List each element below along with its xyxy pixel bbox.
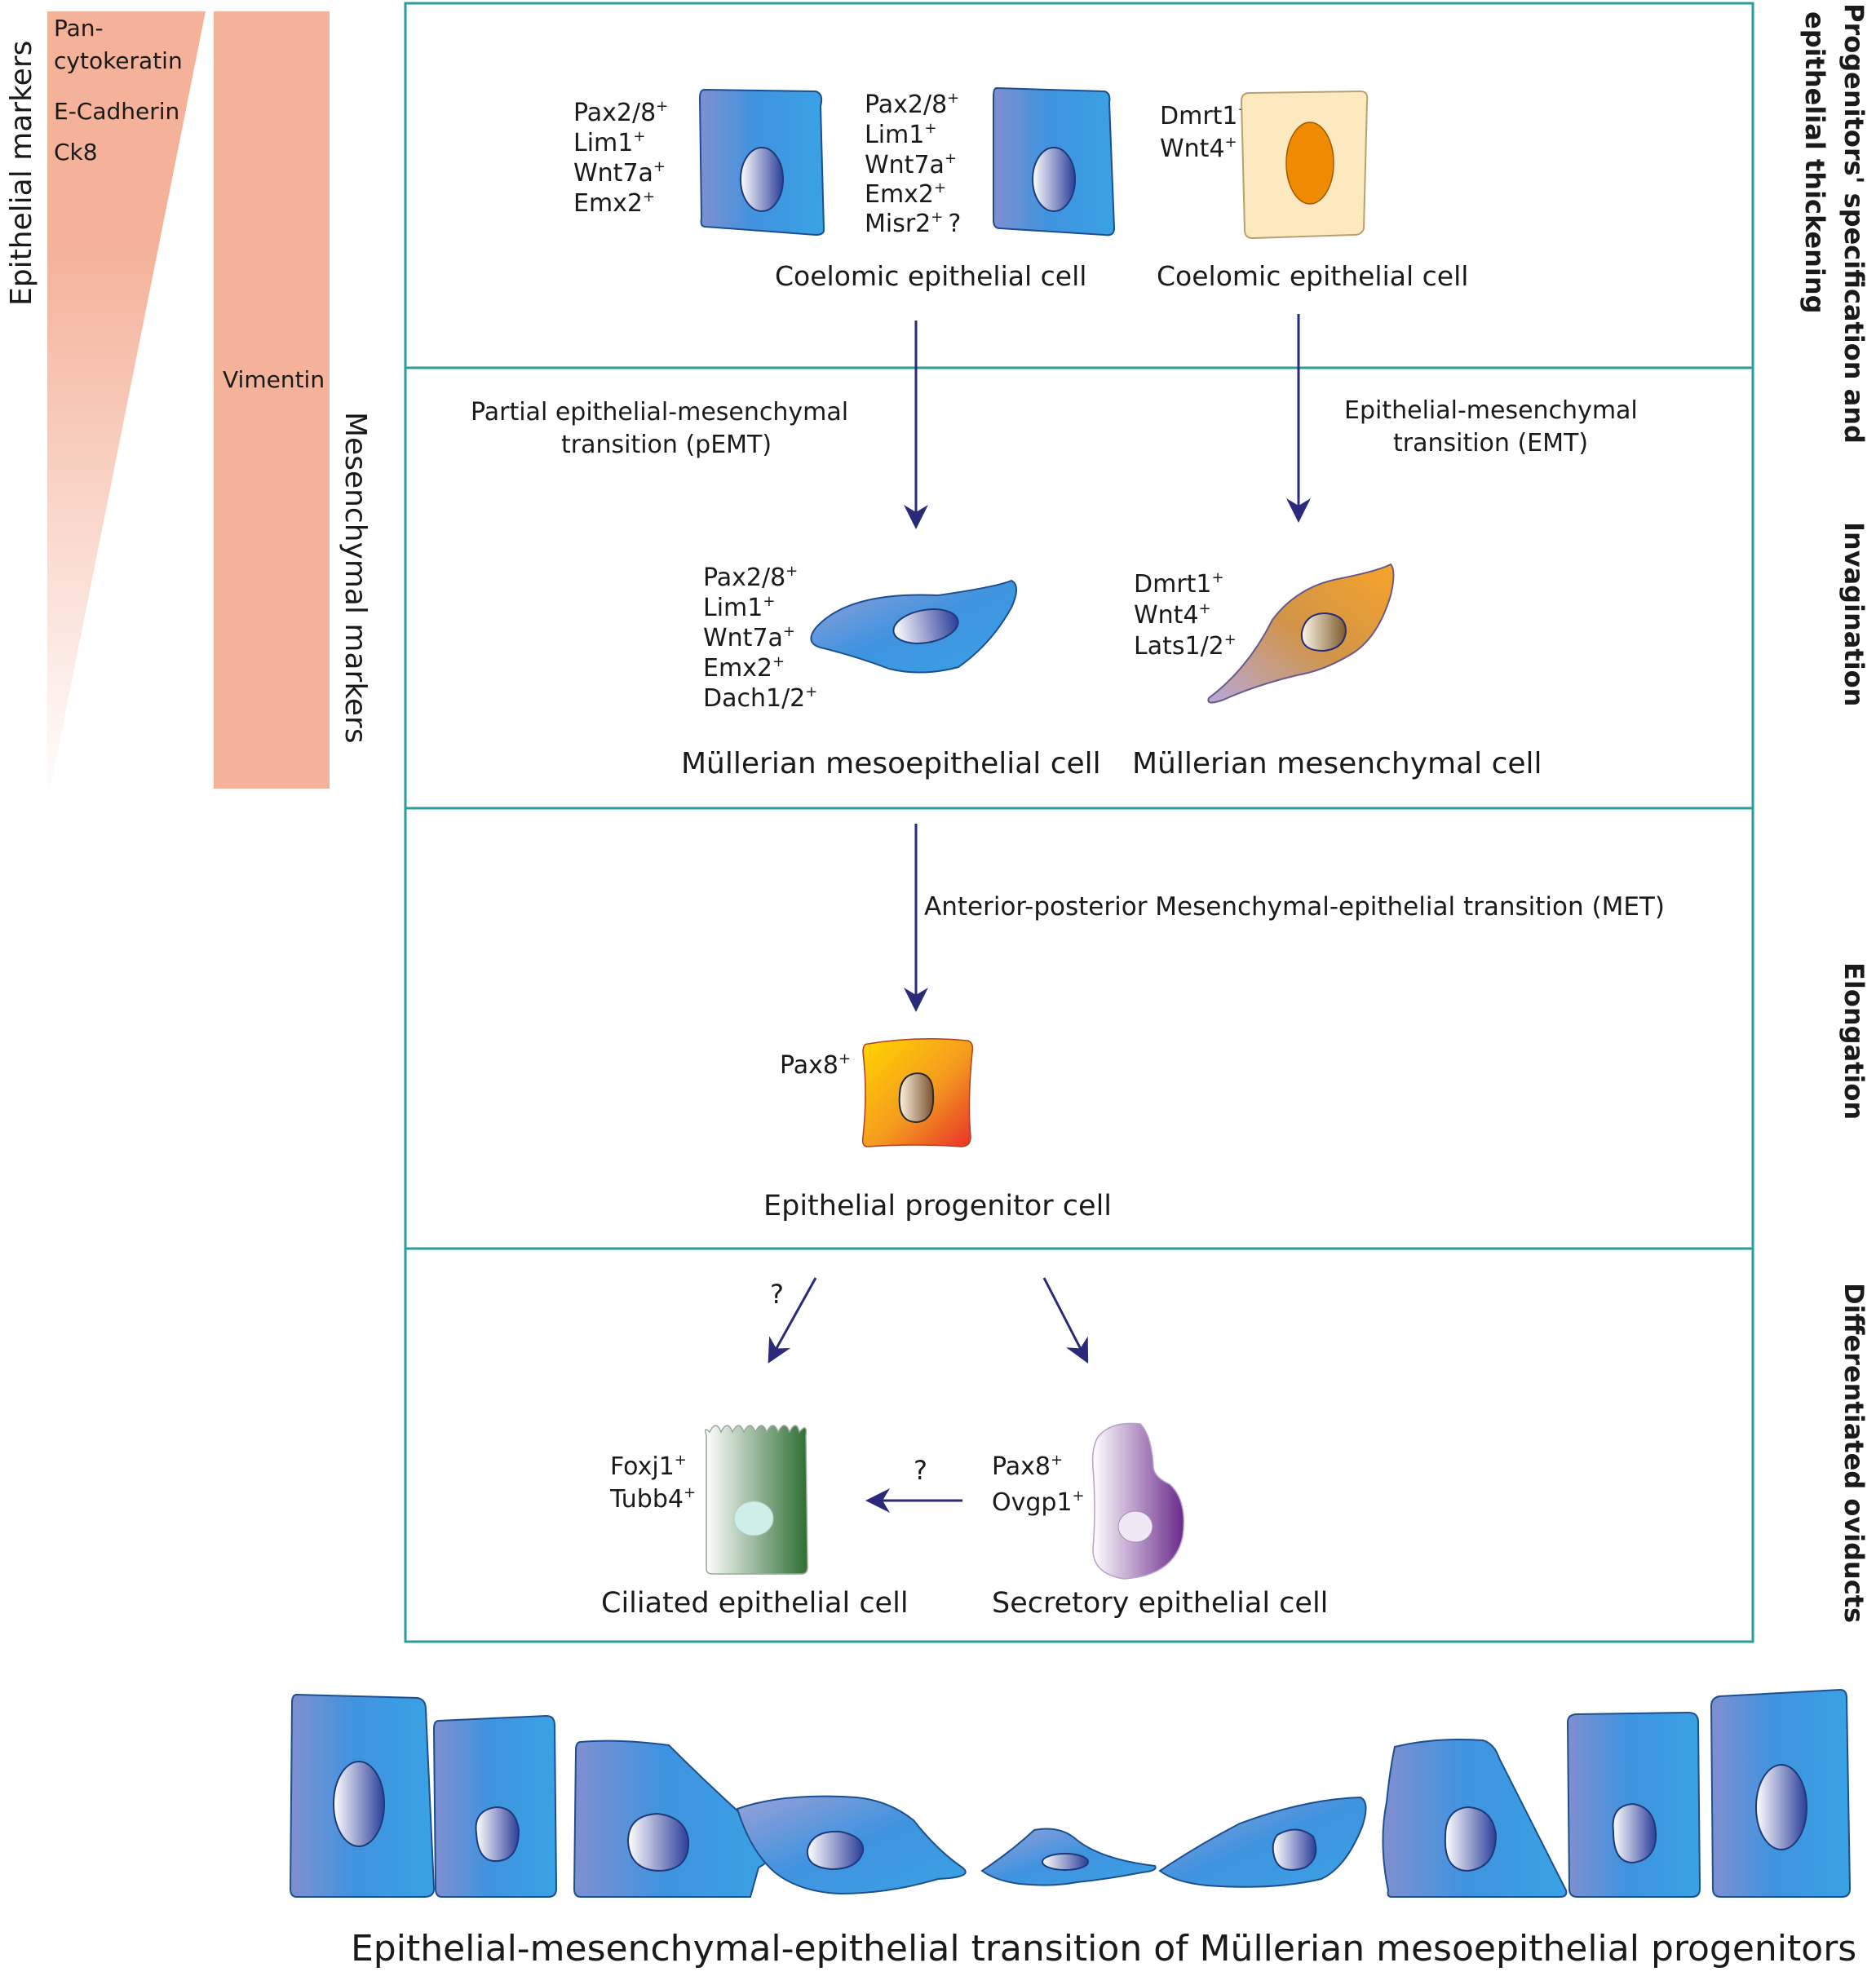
marker-text: Lim1+ [703,593,775,622]
marker-list-ciliated: Foxj1+ Tubb4+ [609,1452,696,1514]
label-mesoepithelial: Müllerian mesoepithelial cell [681,747,1101,780]
marker-text: Lim1+ [865,120,936,149]
row-cell-9 [1710,1688,1852,1898]
label-coelomic-right: Coelomic epithelial cell [1157,260,1468,292]
row-cell-5 [980,1828,1157,1886]
epithelium-row [289,1688,1852,1898]
marker-text: Pax2/8+ [573,98,668,127]
secretory-epithelial-cell [1091,1422,1185,1580]
transition-pemt-line1: Partial epithelial-mesenchymal [471,398,848,427]
marker-text: Dmrt1+ [1160,101,1250,130]
marker-text: Pax2/8+ [703,563,798,592]
marker-text: Dmrt1+ [1134,569,1224,599]
marker-list-mesoepithelial: Pax2/8+ Lim1+ Wnt7a+ Emx2+ Dach1/2+ [703,563,817,713]
row-cell-4 [736,1795,967,1895]
arrow-to-ciliated [768,1277,817,1364]
stage-label-invagination: Invagination [1838,522,1869,706]
marker-text: Pax2/8+ [865,90,959,119]
row-cell-1 [289,1693,436,1898]
panel-frame [404,2,1754,1643]
marker-list-cell-c: Dmrt1+ Wnt4+ [1160,101,1250,163]
marker-list-mesenchymal: Dmrt1+ Wnt4+ Lats1/2+ [1134,569,1237,661]
mullerian-mesenchymal-cell [1207,563,1395,704]
marker-text: Wnt7a+ [865,150,957,179]
marker-text: Lim1+ [573,128,645,157]
row-cell-7 [1382,1739,1568,1898]
marker-text: Pax8+ [992,1452,1063,1481]
marker-text: Lats1/2+ [1134,631,1237,661]
question-left: ? [770,1279,784,1310]
stage-label-specification-line1: Progenitors' specification and [1838,3,1869,444]
label-secretory: Secretory epithelial cell [992,1587,1328,1620]
marker-text: Wnt7a+ [703,623,795,652]
epithelial-marker-pan: Pan- [54,15,104,42]
marker-pax8-progenitor: Pax8+ [780,1050,851,1080]
row-cell-6 [1158,1796,1367,1888]
epithelial-markers-axis-label: Epithelial markers [5,41,38,306]
marker-list-cell-b: Pax2/8+ Lim1+ Wnt7a+ Emx2+ Misr2+? [865,90,961,238]
marker-list-secretory: Pax8+ Ovgp1+ [992,1452,1085,1517]
marker-text: Wnt4+ [1160,134,1237,163]
mesenchymal-marker-vimentin: Vimentin [223,366,325,393]
transition-emt-line2: transition (EMT) [1393,429,1588,458]
row-cell-2 [432,1714,558,1898]
marker-text: Emx2+ [573,188,655,218]
ciliated-epithelial-cell [704,1425,808,1575]
row-cell-8 [1566,1711,1701,1898]
marker-text: Emx2+ [865,179,946,209]
arrow-to-secretory [1042,1277,1089,1364]
coelomic-epithelial-cell-yellow [1240,90,1369,240]
marker-text: Ovgp1+ [992,1488,1085,1517]
marker-text: Emx2+ [703,653,785,683]
label-epithelial-progenitor: Epithelial progenitor cell [763,1190,1112,1222]
stage-label-specification-line2: epithelial thickening [1799,11,1830,314]
marker-list-cell-a: Pax2/8+ Lim1+ Wnt7a+ Emx2+ [573,98,668,218]
marker-text: Wnt4+ [1134,600,1211,630]
marker-text: Wnt7a+ [573,158,666,188]
label-coelomic-left: Coelomic epithelial cell [775,260,1086,292]
epithelial-marker-ecadherin: E-Cadherin [54,98,179,125]
epithelial-markers-gradient [47,11,206,803]
marker-text: Misr2+? [865,209,961,238]
label-ciliated: Ciliated epithelial cell [601,1587,909,1620]
transition-met: Anterior-posterior Mesenchymal-epithelia… [924,892,1665,922]
coelomic-epithelial-cell-blue-b [993,86,1116,237]
bottom-caption: Epithelial-mesenchymal-epithelial transi… [351,1928,1856,1969]
coelomic-epithelial-cell-blue-a [698,88,825,237]
marker-text: Tubb4+ [609,1484,696,1514]
transition-pemt-line2: transition (pEMT) [561,431,772,459]
stage-label-elongation: Elongation [1838,962,1869,1120]
epithelial-marker-ck8: Ck8 [54,139,98,166]
transition-emt-line1: Epithelial-mesenchymal [1344,396,1638,425]
epithelial-progenitor-cell [861,1038,974,1147]
mesenchymal-markers-bar [214,11,330,789]
mullerian-mesoepithelial-cell [810,579,1017,674]
marker-text: Dach1/2+ [703,683,817,713]
label-mesenchymal: Müllerian mesenchymal cell [1132,747,1542,780]
stage-label-differentiated: Differentiated oviducts [1838,1283,1869,1623]
mesenchymal-markers-axis-label: Mesenchymal markers [338,412,372,744]
epithelial-marker-cytokeratin: cytokeratin [54,47,183,74]
question-mid: ? [914,1455,927,1486]
marker-text: Foxj1+ [610,1452,687,1481]
